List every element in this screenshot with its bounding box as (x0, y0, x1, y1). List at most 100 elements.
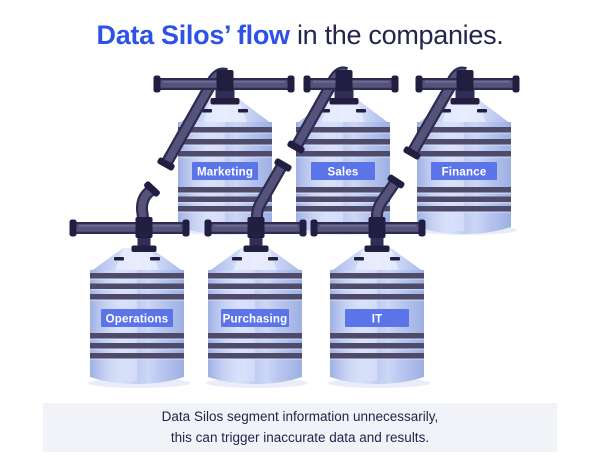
tank-stripe (90, 294, 184, 300)
junction-purchasing (243, 217, 269, 252)
tank-stripe-edge (90, 278, 184, 280)
tank-stripe (178, 127, 272, 133)
tank-stripe-edge (90, 289, 184, 291)
pipe-end-cap (418, 219, 426, 237)
tank-stripe (178, 206, 272, 212)
cone-vent (354, 257, 364, 261)
tank-cone-facet (115, 248, 159, 271)
tank-stripe (417, 127, 511, 133)
pipe-stub-it (371, 174, 405, 222)
tank-stripe-edge (208, 299, 302, 301)
cone-vent (268, 257, 278, 261)
tank-stripe-edge (90, 299, 184, 301)
tank-stripe-edge (178, 132, 272, 134)
tank-label (345, 309, 409, 327)
tank-stripe-edge (296, 202, 390, 204)
middle-junctions-layer (131, 217, 390, 252)
tank-stripe-edge (208, 278, 302, 280)
cone-vent (356, 109, 366, 113)
tank-stripe (330, 294, 424, 300)
tank-stripe (178, 187, 272, 193)
tank-cone-facet (321, 99, 365, 123)
tank-stripe-edge (208, 348, 302, 350)
tank-purchasing: Purchasing (206, 248, 308, 388)
pipe-stub-purchasing (251, 158, 292, 222)
tank-stripe (208, 353, 302, 359)
tank-stripe-edge (208, 358, 302, 360)
title-accent: Data Silos’ flow (96, 20, 291, 50)
tank-stripe-edge (90, 358, 184, 360)
cone-vent (232, 257, 242, 261)
caption-line-2: this can trigger inaccurate data and res… (170, 429, 430, 445)
tank-stripe (417, 139, 511, 145)
top-junctions-layer (210, 70, 480, 105)
tank-stripe (417, 196, 511, 202)
tank-stripe (330, 343, 424, 349)
tank-stripe (330, 283, 424, 289)
tank-label (311, 162, 375, 180)
tank-stripe (296, 206, 390, 212)
tank-stripe (208, 343, 302, 349)
tank-stripe (178, 151, 272, 157)
tank-stripe-edge (90, 338, 184, 340)
pipe-end-cap (157, 157, 175, 171)
cone-vent (238, 109, 248, 113)
tank-stripe-edge (208, 338, 302, 340)
pipe-stub-operations (135, 181, 160, 222)
tank-stripe-edge (90, 348, 184, 350)
tank-stripe (90, 283, 184, 289)
tank-stripe-edge (296, 211, 390, 213)
tank-label-text: Marketing (197, 167, 253, 179)
tank-stripe (296, 139, 390, 145)
tank-label (431, 162, 497, 180)
tank-stripe-edge (296, 192, 390, 194)
tank-stripe (296, 151, 390, 157)
pipe-end-cap (69, 219, 77, 237)
tank-stripe (90, 343, 184, 349)
cone-vent (150, 257, 160, 261)
caption-box: Data Silos segment information unnecessa… (43, 403, 557, 452)
tank-cone-facet (233, 248, 277, 271)
tank-cone-facet (442, 99, 486, 123)
junction-operations (131, 217, 157, 252)
tank-stripe (296, 187, 390, 193)
pipe-end-cap (299, 219, 307, 237)
cone-vent (477, 109, 487, 113)
tank-stripe-edge (330, 338, 424, 340)
cone-vent (202, 109, 212, 113)
tank-cone-facet (355, 248, 399, 271)
tank-it: IT (328, 248, 430, 388)
tank-stripe (208, 294, 302, 300)
tank-stripe-edge (178, 156, 272, 158)
tank-stripe (90, 333, 184, 339)
tank-stripe-edge (417, 144, 511, 146)
pipe-end-cap (310, 219, 318, 237)
tank-sales: Sales (294, 99, 396, 235)
tank-stripe (296, 196, 390, 202)
pipe-end-cap (303, 75, 311, 93)
tank-stripe-edge (417, 202, 511, 204)
junction-marketing (210, 70, 240, 105)
tank-stripe (90, 273, 184, 279)
tank-stripe (208, 273, 302, 279)
tank-stripe (330, 273, 424, 279)
tank-stripe (417, 187, 511, 193)
pipe-end-cap (287, 140, 305, 154)
tank-stripe-edge (178, 202, 272, 204)
pipe-end-cap (287, 75, 295, 93)
pipe-middle-segment-left (69, 219, 190, 237)
pipe-end-cap (391, 75, 399, 93)
tank-label-text: Operations (106, 314, 169, 326)
pipe-end-cap (204, 219, 212, 237)
junction-it (364, 217, 390, 252)
title-rest: in the companies. (289, 20, 504, 50)
tank-stripe-edge (330, 278, 424, 280)
tank-stripe (417, 206, 511, 212)
tank-finance: Finance (415, 99, 517, 235)
tank-stripe-edge (208, 289, 302, 291)
pipe-end-cap (387, 174, 405, 189)
tank-stripe-edge (178, 211, 272, 213)
